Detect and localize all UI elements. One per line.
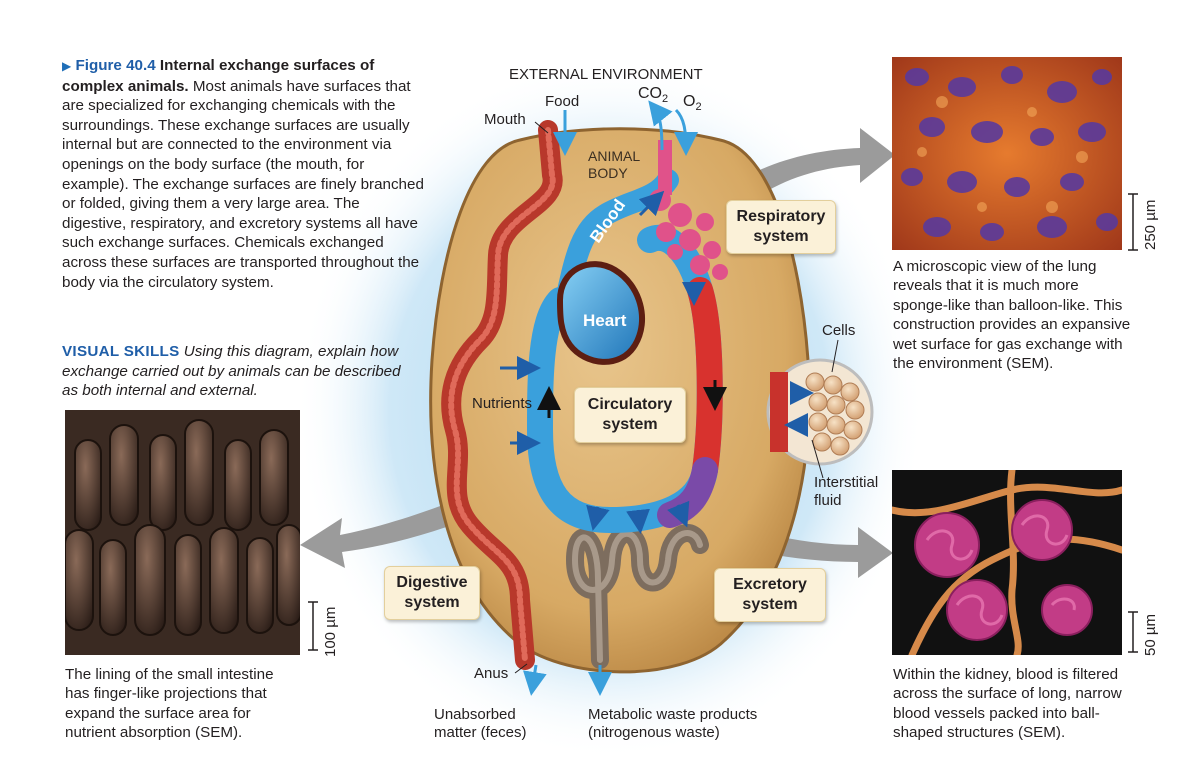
anus-pointer bbox=[514, 663, 528, 674]
lung-scale-label: 250 µm bbox=[1142, 199, 1159, 250]
kidney-micrograph bbox=[892, 470, 1122, 655]
nutrients-label: Nutrients bbox=[472, 395, 533, 412]
waste-arrow-2 bbox=[626, 508, 650, 534]
circulatory-loop-red bbox=[687, 277, 723, 483]
mouth-pointer bbox=[534, 121, 549, 134]
waste-arrow-1 bbox=[586, 504, 610, 531]
o2-label: O2 bbox=[683, 93, 702, 114]
mouth-label: Mouth bbox=[484, 111, 526, 128]
intestine-micrograph bbox=[65, 410, 300, 655]
excretory-tubule-highlight bbox=[571, 530, 703, 663]
lung-description: A microscopic view of the lung reveals t… bbox=[893, 258, 1131, 373]
cells-pointer bbox=[831, 339, 839, 373]
figure-caption: ▶ Figure 40.4 Internal exchange surfaces… bbox=[62, 56, 427, 292]
food-label: Food bbox=[545, 93, 580, 110]
digestive-system-box: Digestive system bbox=[384, 566, 480, 620]
waste-arrow-3 bbox=[667, 500, 690, 528]
lung-micrograph bbox=[892, 57, 1122, 250]
kidney-scale-bar bbox=[1128, 611, 1138, 653]
respiratory-system-box: Respiratory system bbox=[726, 200, 836, 254]
visual-skills: VISUAL SKILLS Using this diagram, explai… bbox=[62, 342, 407, 401]
figure-number: Figure 40.4 bbox=[75, 57, 156, 74]
metabolic-waste-label: Metabolic waste products (nitrogenous wa… bbox=[588, 706, 758, 741]
visual-skills-text: Using this diagram, explain how exchange… bbox=[62, 343, 401, 400]
visual-skills-heading: VISUAL SKILLS bbox=[62, 343, 180, 360]
excretory-system-box: Excretory system bbox=[714, 568, 826, 622]
caption-arrow-icon: ▶ bbox=[62, 59, 72, 73]
heart-label: Heart bbox=[583, 311, 627, 330]
animal-body-label: ANIMAL BODY bbox=[588, 148, 641, 181]
o2-arrow bbox=[673, 108, 698, 156]
feces-arrow bbox=[522, 664, 547, 696]
co2-arrow bbox=[648, 100, 673, 151]
intestine-description: The lining of the small intestine has fi… bbox=[65, 666, 274, 742]
co2-label: CO2 bbox=[638, 85, 669, 106]
unabsorbed-matter-label: Unabsorbed matter (feces) bbox=[434, 706, 527, 741]
interstitial-pointer bbox=[811, 439, 824, 479]
figure-body: Most animals have surfaces that are spec… bbox=[62, 77, 424, 291]
cells-label: Cells bbox=[822, 322, 856, 339]
interstitial-fluid-label: Interstitial fluid bbox=[814, 474, 879, 509]
lung-scale-bar bbox=[1128, 193, 1138, 251]
anus-label: Anus bbox=[474, 665, 509, 682]
heart bbox=[556, 261, 646, 365]
arrow-to-intestine bbox=[300, 495, 480, 568]
kidney-description: Within the kidney, blood is filtered acr… bbox=[893, 666, 1122, 742]
blood-flow-to-lung-arrow bbox=[638, 190, 665, 217]
digestive-tract-lining bbox=[448, 127, 556, 663]
intestine-scale-bar bbox=[308, 601, 318, 651]
external-environment-label: EXTERNAL ENVIRONMENT bbox=[509, 66, 703, 83]
figure-title: Internal exchange surfaces of complex an… bbox=[62, 57, 375, 95]
cells-zoom bbox=[766, 358, 874, 466]
kidney-scale-label: 50 µm bbox=[1142, 614, 1159, 656]
intestine-scale-label: 100 µm bbox=[322, 606, 339, 657]
circulatory-system-box: Circulatory system bbox=[574, 387, 686, 443]
